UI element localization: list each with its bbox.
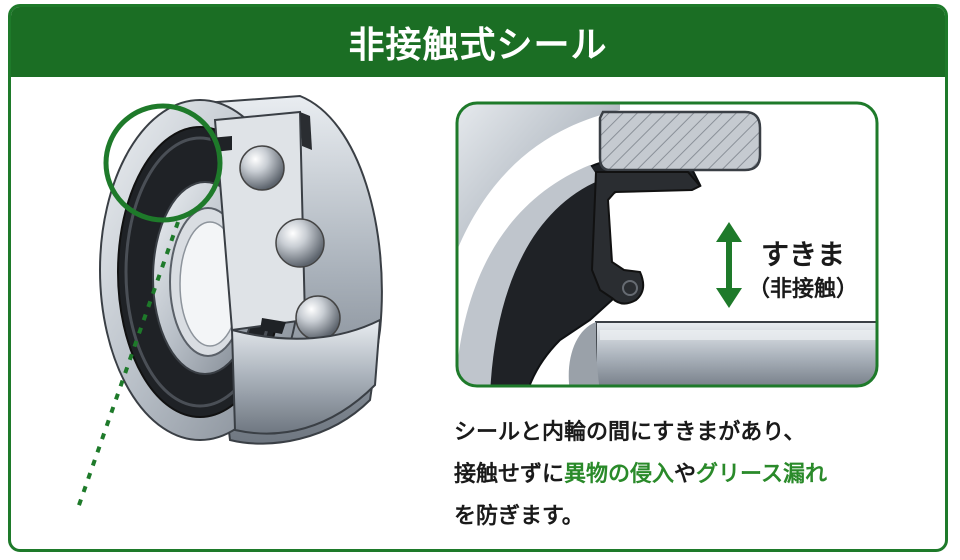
description-text-segment: 接触せずに <box>454 462 564 487</box>
highlight-grease-leak: グリース漏れ <box>696 462 827 487</box>
highlight-foreign-matter: 異物の侵入 <box>564 462 674 487</box>
description-text: シールと内輪の間にすきまがあり、 接触せずに異物の侵入やグリース漏れ を防ぎます… <box>454 412 924 538</box>
bearing-illustration <box>100 96 382 444</box>
description-line-1: シールと内輪の間にすきまがあり、 <box>454 412 924 454</box>
gap-label-main: すきま <box>748 238 858 272</box>
description-line-3: を防ぎます。 <box>454 496 924 538</box>
gap-label-sub: （非接触） <box>748 272 858 308</box>
description-line-2: 接触せずに異物の侵入やグリース漏れ <box>454 454 924 496</box>
description-text-segment: や <box>674 462 696 487</box>
gap-label: すきま （非接触） <box>748 238 858 308</box>
